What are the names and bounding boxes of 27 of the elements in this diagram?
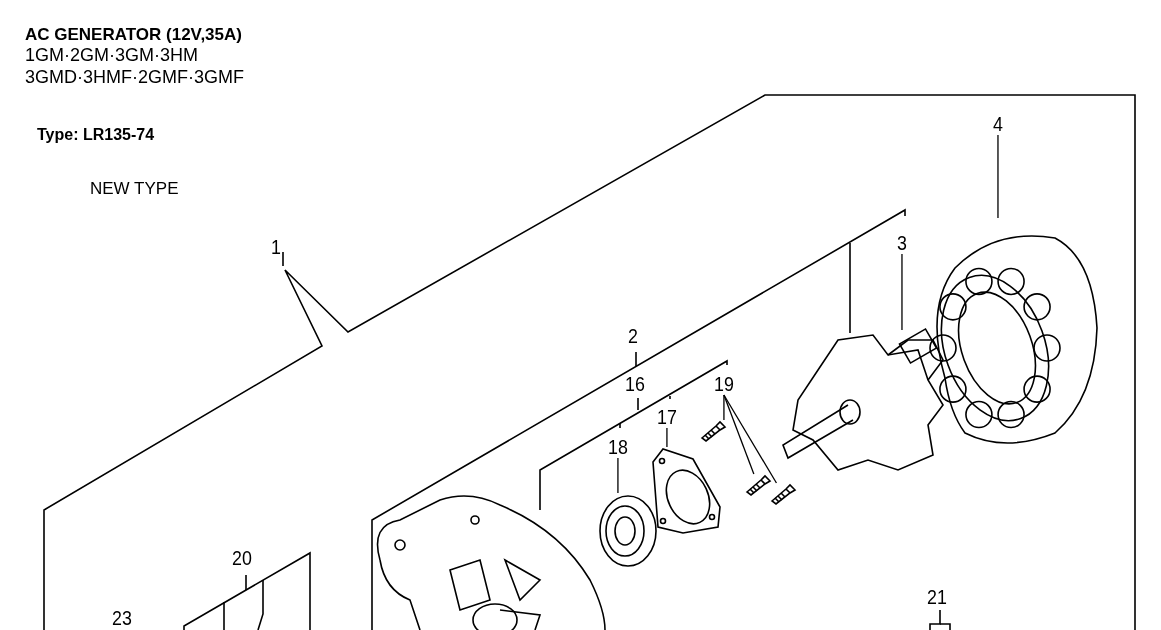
- type-label: Type: LR135-74: [37, 127, 155, 143]
- callout-number: 4: [993, 113, 1003, 134]
- screw-drawing: [770, 483, 796, 505]
- callout-number: 17: [657, 406, 677, 427]
- callout-number: 16: [625, 373, 645, 394]
- callout-number: 3: [897, 232, 907, 253]
- model-list: 1GM·2GM·3GM·3HM: [25, 46, 198, 64]
- leader-line: [617, 457, 619, 494]
- leader-line: [723, 394, 725, 421]
- model-list: 3GMD·3HMF·2GMF·3GMF: [25, 68, 244, 86]
- callout-number: 2: [628, 325, 638, 346]
- screw-drawing: [745, 474, 771, 496]
- leader-line: [723, 394, 778, 484]
- callout-number: 20: [232, 547, 252, 568]
- leader-line: [666, 427, 668, 448]
- callout-number: 21: [927, 586, 947, 607]
- callout-number: 18: [608, 436, 628, 457]
- leader-line: [997, 134, 999, 219]
- note: NEW TYPE: [90, 180, 179, 197]
- title: AC GENERATOR (12V,35A): [25, 26, 242, 43]
- bearing-drawing: [598, 493, 658, 568]
- leader-line: [723, 394, 755, 475]
- callout-number: 19: [714, 373, 734, 394]
- leader-line: [901, 253, 903, 331]
- callout-number: 1: [271, 236, 281, 257]
- callout-number: 23: [112, 607, 132, 628]
- screw-drawing: [700, 420, 726, 442]
